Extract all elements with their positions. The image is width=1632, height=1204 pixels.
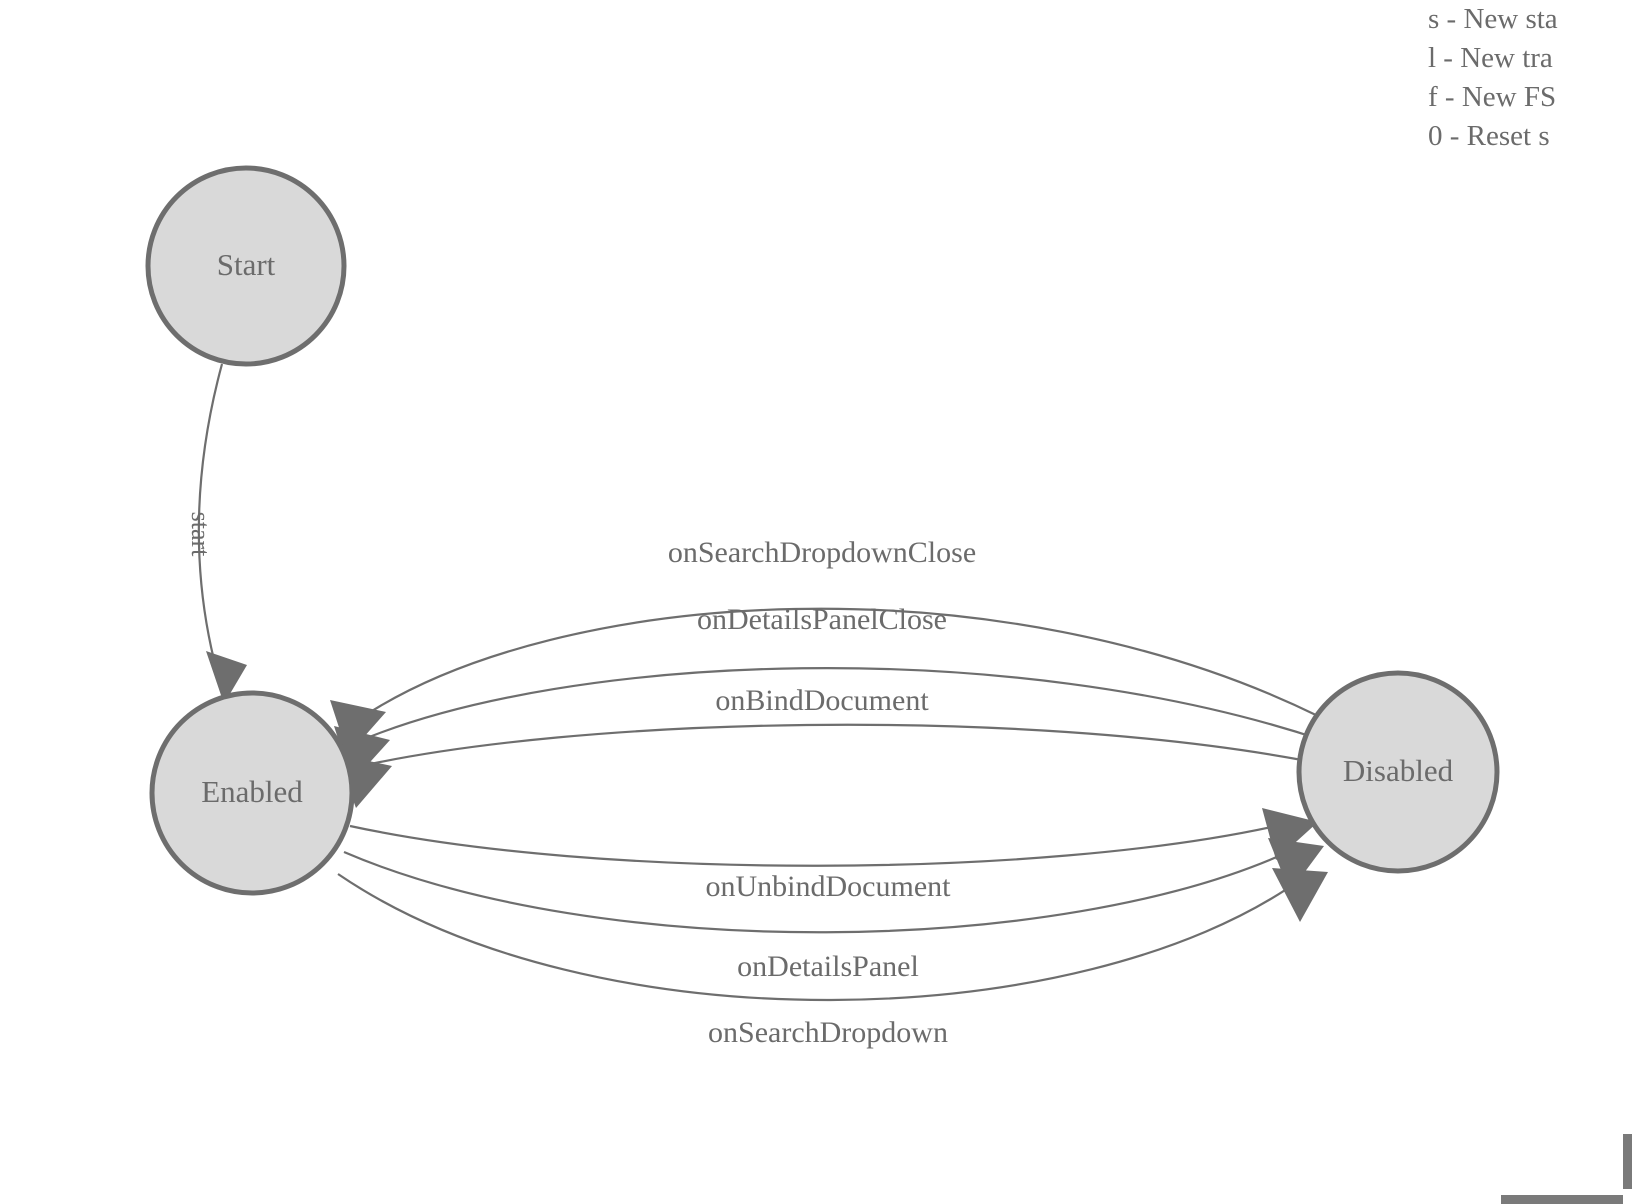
edge-label-onbinddocument: onBindDocument: [715, 684, 929, 717]
state-circle-enabled[interactable]: [149, 690, 355, 896]
state-node-start[interactable]: Start: [145, 165, 347, 367]
transition-enabled-to-disabled-unbinddocument: onUnbindDocument: [349, 808, 1318, 903]
edge-label-onunbinddocument: onUnbindDocument: [706, 870, 952, 903]
state-label-disabled: Disabled: [1343, 753, 1454, 788]
arrowhead-start-enabled: [206, 651, 247, 704]
legend-line-new-fsm: f - New FS: [1428, 81, 1557, 113]
transition-enabled-to-disabled-detailspanel: onDetailsPanel: [343, 838, 1324, 983]
transition-disabled-to-enabled-searchdropdownclose: onSearchDropdownClose: [330, 536, 1319, 755]
transition-start-to-enabled: start: [186, 363, 247, 704]
legend-line-reset: 0 - Reset s: [1428, 120, 1550, 152]
state-circle-start[interactable]: [145, 165, 347, 367]
edge-path-onsearchdropdownclose: [360, 607, 1319, 719]
legend-line-new-transition: l - New tra: [1428, 42, 1553, 74]
edge-path-onsearchdropdown: [337, 873, 1301, 1002]
edge-label-onsearchdropdownclose: onSearchDropdownClose: [668, 536, 976, 569]
arrowhead-ondetailspanel: [1268, 838, 1324, 892]
state-node-enabled[interactable]: Enabled: [149, 690, 355, 896]
edge-path-onbinddocument: [351, 723, 1303, 770]
arrowhead-onsearchdropdown: [1272, 868, 1328, 922]
vertical-scrollbar-thumb[interactable]: [1623, 1134, 1632, 1189]
state-node-disabled[interactable]: Disabled: [1296, 670, 1500, 874]
state-circle-disabled[interactable]: [1296, 670, 1500, 874]
legend-panel: s - New sta l - New tra f - New FS 0 - R…: [1428, 0, 1632, 156]
edge-path-ondetailspanel: [343, 850, 1289, 934]
horizontal-scrollbar-thumb[interactable]: [1501, 1195, 1623, 1204]
edge-path-start-enabled: [197, 363, 224, 661]
edge-path-ondetailspanelclose: [356, 667, 1323, 744]
state-label-start: Start: [217, 247, 276, 282]
state-label-enabled: Enabled: [201, 774, 303, 809]
edge-label-ondetailspanelclose: onDetailsPanelClose: [697, 603, 947, 636]
edge-label-start: start: [186, 512, 215, 558]
transition-enabled-to-disabled-searchdropdown: onSearchDropdown: [337, 868, 1328, 1049]
edge-path-onunbinddocument: [349, 824, 1277, 867]
legend-line-new-state: s - New sta: [1428, 3, 1558, 35]
edge-label-ondetailspanel: onDetailsPanel: [737, 950, 919, 983]
edge-label-onsearchdropdown: onSearchDropdown: [708, 1016, 948, 1049]
